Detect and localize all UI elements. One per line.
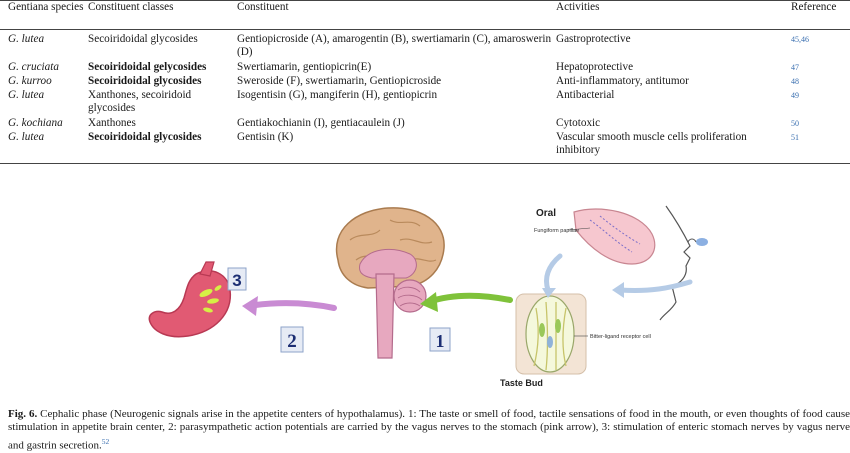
blue-arrow-left — [542, 253, 563, 298]
step-3-badge: 3 — [227, 267, 247, 291]
cell-class: Secoiridoidal glycosides — [88, 75, 202, 87]
table-top-rule — [0, 0, 850, 1]
blue-arrow-right — [612, 279, 693, 298]
face-outline — [659, 205, 708, 321]
brainstem — [375, 273, 395, 359]
cell-constituent: Swertiamarin, gentiopicrin(E) — [237, 61, 372, 73]
cell-species: G. lutea — [8, 131, 45, 143]
figure-caption: Fig. 6. Cephalic phase (Neurogenic signa… — [8, 408, 850, 453]
cell-class: Xanthones — [88, 117, 136, 129]
caption-text: Cephalic phase (Neurogenic signals arise… — [8, 408, 850, 452]
step-2-badge: 2 — [280, 326, 304, 353]
cell-activity: Vascular smooth muscle cells proliferati… — [556, 131, 747, 156]
stomach-shape — [148, 270, 231, 338]
cell-constituent: Sweroside (F), swertiamarin, Gentiopicro… — [237, 75, 442, 87]
cell-constituent: Gentisin (K) — [237, 131, 294, 143]
table-header-rule — [0, 29, 850, 30]
cell-constituent: Gentiopicroside (A), amarogentin (B), sw… — [237, 33, 552, 58]
cell-constituent: Isogentisin (G), mangiferin (H), gentiop… — [237, 89, 438, 101]
reference-link[interactable]: 48 — [791, 77, 799, 86]
cell-species: G. lutea — [8, 33, 45, 45]
oral-label: Oral — [536, 208, 556, 219]
stomach-illustration — [148, 261, 231, 338]
header-class: Constituent classes — [88, 1, 174, 13]
gastric-secretion-drop — [214, 285, 222, 291]
brain-illustration — [335, 207, 445, 359]
taste-bud-label: Taste Bud — [500, 378, 543, 388]
step-3-label: 3 — [232, 271, 241, 290]
cell-species: G. lutea — [8, 89, 45, 101]
brain-inner — [359, 248, 417, 279]
header-species: Gentiana species — [8, 1, 84, 13]
cell-species: G. kurroo — [8, 75, 52, 87]
step-1-badge: 1 — [429, 327, 451, 352]
cell-class: Secoiridoidal glycosides — [88, 131, 202, 143]
cell-activity: Antibacterial — [556, 89, 615, 101]
cephalic-phase-figure: 3 2 1 Bitter-ligand receptor cell — [148, 205, 708, 388]
taste-bud-illustration: Bitter-ligand receptor cell Taste Bud — [500, 293, 651, 388]
caption-label: Fig. 6. — [8, 408, 38, 420]
cell-activity: Hepatoprotective — [556, 61, 634, 73]
esophagus-shape — [199, 261, 215, 277]
reference-link[interactable]: 47 — [791, 63, 799, 72]
gastric-secretion-drop — [199, 288, 213, 298]
table-bottom-rule — [0, 163, 850, 164]
cell-class: Secoiridoidal gelycosides — [88, 61, 207, 73]
fungiform-label: Fungiform papillae — [534, 228, 579, 234]
reference-link[interactable]: 45,46 — [791, 35, 809, 44]
header-activities: Activities — [556, 1, 600, 13]
reference-link[interactable]: 49 — [791, 91, 799, 100]
caption-reference-link[interactable]: 52 — [101, 436, 110, 446]
cell-activity: Cytotoxic — [556, 117, 601, 129]
cerebellum — [393, 279, 427, 313]
cell-class: Secoiridoidal glycosides — [88, 33, 198, 45]
reference-link[interactable]: 51 — [791, 133, 799, 142]
step-2-label: 2 — [287, 331, 297, 352]
cell-activity: Gastroprotective — [556, 33, 631, 45]
oral-illustration: Oral Fungiform papillae — [534, 208, 656, 265]
receptor-cell-label: Bitter-ligand receptor cell — [590, 334, 651, 340]
tongue-shape — [573, 208, 656, 265]
cell-constituent: Gentiakochianin (I), gentiacaulein (J) — [237, 117, 405, 129]
cell-species: G. kochiana — [8, 117, 63, 129]
green-arrow — [420, 292, 513, 312]
cell-activity: Anti-inflammatory, antitumor — [556, 75, 689, 87]
cell-species: G. cruciata — [8, 61, 59, 73]
taste-bud-shape — [525, 295, 575, 373]
cell-class: Xanthones, secoiridoid glycosides — [88, 89, 192, 114]
reference-link[interactable]: 50 — [791, 119, 799, 128]
header-constituent: Constituent — [237, 1, 289, 13]
header-reference: Reference — [791, 1, 837, 13]
gastric-secretion-drop — [203, 307, 213, 313]
pink-arrow — [242, 296, 337, 316]
gastric-secretion-drop — [207, 298, 219, 304]
step-1-label: 1 — [436, 331, 445, 351]
